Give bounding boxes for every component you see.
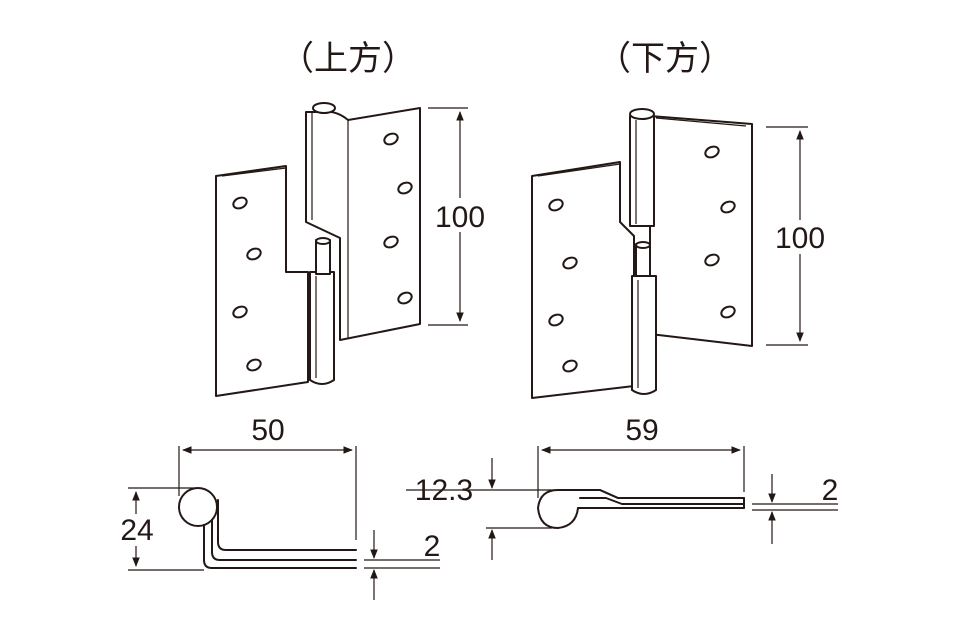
upper-section-view: [128, 446, 440, 600]
upper-lower-knuckle: [309, 271, 335, 385]
lower-lower-knuckle: [631, 275, 657, 395]
lower-hinge-view: [531, 108, 808, 399]
upper-left-leaf: [215, 165, 309, 397]
lower-height-label: 100: [775, 222, 825, 255]
lower-section-width-label: 59: [625, 414, 658, 447]
lower-section-thickness-label: 2: [822, 474, 839, 507]
lower-left-leaf: [531, 161, 635, 399]
upper-hinge-view: [215, 102, 468, 397]
caption-upper: （上方）: [280, 39, 416, 79]
upper-section-thickness-label: 2: [424, 530, 441, 563]
lower-upper-knuckle: [629, 111, 655, 227]
upper-height-label: 100: [435, 201, 485, 234]
upper-section-width-label: 50: [251, 414, 284, 447]
upper-section-height-label: 24: [120, 514, 153, 547]
caption-lower: （下方）: [597, 39, 733, 79]
lower-section-view: [406, 446, 838, 560]
lower-section-height-label: 12.3: [415, 474, 473, 507]
lower-right-leaf: [649, 115, 753, 347]
